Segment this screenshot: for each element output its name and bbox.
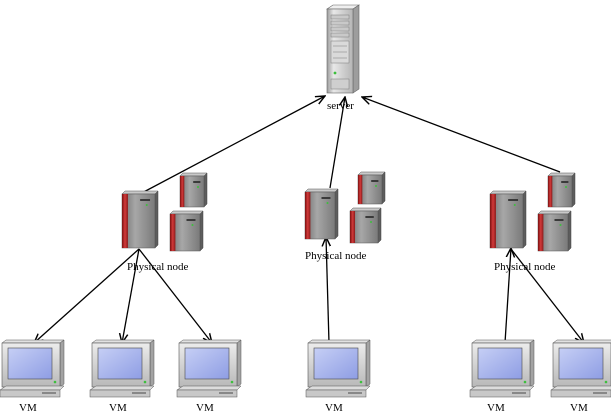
server-tower-icon (326, 4, 360, 94)
vm-label: VM (196, 402, 214, 414)
vm-computer-icon (0, 339, 65, 398)
vm-computer-icon (89, 339, 155, 398)
edge-node-0-to-vm-1 (122, 248, 140, 343)
edge-vm-4-to-node-2 (504, 248, 511, 344)
edge-node-0-to-server (137, 96, 325, 196)
vm-label: VM (570, 402, 588, 414)
edge-node-2-to-server (362, 97, 561, 173)
node-label-right: Physical node (494, 261, 556, 273)
edge-node-1-to-server (329, 97, 345, 189)
vm-label: VM (109, 402, 127, 414)
edge-vm-3-to-node-1 (326, 237, 329, 344)
server-label: server (327, 100, 354, 112)
physical-machine-icon (304, 171, 386, 244)
edge-node-2-to-vm-5 (510, 248, 584, 343)
physical-machine-icon (489, 172, 576, 252)
vm-computer-icon (550, 339, 611, 398)
edge-node-0-to-vm-2 (138, 248, 212, 343)
vm-computer-icon (305, 339, 371, 398)
vm-label: VM (487, 402, 505, 414)
node-label-center: Physical node (305, 250, 367, 262)
vm-label: VM (19, 402, 37, 414)
edge-node-0-to-vm-0 (34, 248, 140, 343)
vm-label: VM (325, 402, 343, 414)
vm-computer-icon (176, 339, 242, 398)
vm-computer-icon (469, 339, 535, 398)
node-label-left: Physical node (127, 261, 189, 273)
physical-machine-icon (121, 172, 208, 252)
